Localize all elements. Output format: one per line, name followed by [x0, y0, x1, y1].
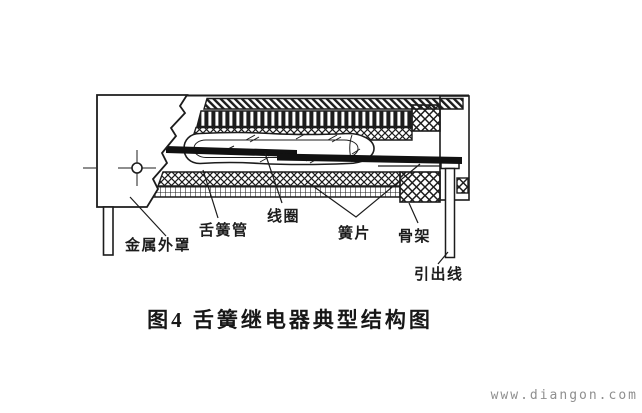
bobbin-flange-right: [456, 177, 469, 194]
label-reed-blade: 簧片: [338, 224, 371, 242]
leader-reed-blade: [305, 163, 421, 218]
leader-coil: [264, 152, 283, 204]
label-bobbin: 骨架: [398, 228, 431, 245]
leader-metal-cover: [129, 196, 167, 237]
metal-cover: [83, 94, 189, 256]
leader-bobbin: [408, 202, 419, 224]
label-coil: 线圈: [267, 207, 300, 225]
mounting-hole-crosshair-icon: [83, 150, 156, 186]
leader-reed-tube: [202, 169, 219, 219]
reed-blade-left: [166, 146, 297, 157]
label-reed-tube: 舌簧管: [199, 221, 249, 239]
reed-blade-right: [277, 153, 462, 164]
leader-lines: [129, 152, 449, 265]
watermark: www.diangon.com: [491, 388, 638, 403]
coil-winding-bottom: [151, 171, 401, 198]
figure-caption: 图4 舌簧继电器典型结构图: [147, 308, 433, 332]
bobbin-flange-top: [411, 104, 441, 132]
mounting-leg: [102, 206, 114, 256]
leader-lead-wire: [437, 251, 449, 265]
label-lead-wire: 引出线: [414, 265, 464, 283]
bobbin-flange-bottom: [399, 171, 441, 203]
label-metal-cover: 金属外罩: [124, 236, 191, 254]
